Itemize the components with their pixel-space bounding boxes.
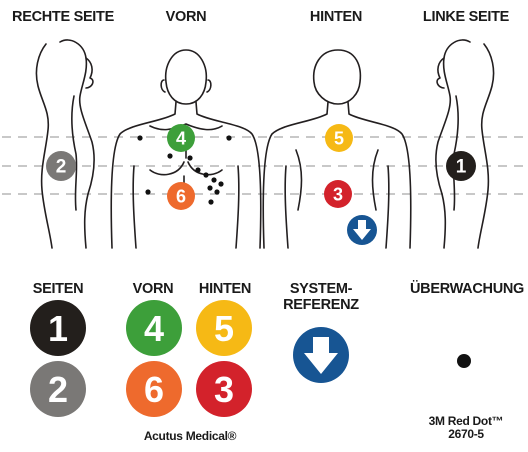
legend-electrode-3-number: 3 xyxy=(214,369,234,410)
red-dot-product-label: 3M Red Dot™ 2670-5 xyxy=(429,415,504,441)
monitoring-dot-v8 xyxy=(214,189,219,194)
system-reference-label-line2: REFERENZ xyxy=(283,297,359,313)
front-label: VORN xyxy=(166,9,207,25)
legend-system-reference-label: SYSTEM- REFERENZ xyxy=(283,281,359,313)
legend-electrode-2-number: 2 xyxy=(48,369,68,410)
monitoring-dot-v5 xyxy=(211,177,216,182)
legend-electrode-6-number: 6 xyxy=(144,369,164,410)
electrode-5-number: 5 xyxy=(334,129,344,149)
monitoring-dot-lower-right xyxy=(208,199,213,204)
legend-electrode-3: 3 xyxy=(196,361,252,417)
right-side-label: RECHTE SEITE xyxy=(12,9,114,25)
system-reference-label-line1: SYSTEM- xyxy=(283,281,359,297)
system-reference-on-back xyxy=(347,215,377,245)
legend-back-label: HINTEN xyxy=(199,281,251,297)
left-side-figure xyxy=(436,40,494,248)
electrode-5-on-back: 5 xyxy=(325,124,353,152)
monitoring-dot-left-shoulder xyxy=(226,135,231,140)
monitoring-dot-v3 xyxy=(195,167,200,172)
monitoring-dot-v4 xyxy=(203,172,208,177)
legend-electrode-1: 1 xyxy=(30,300,86,356)
monitoring-dot-v7 xyxy=(207,185,212,190)
monitoring-dot-v1 xyxy=(167,153,172,158)
legend-sides-label: SEITEN xyxy=(33,281,84,297)
legend-electrode-4: 4 xyxy=(126,300,182,356)
electrode-1-on-left-side: 1 xyxy=(446,151,476,181)
monitoring-dot-lower-left xyxy=(145,189,150,194)
legend-monitoring-dot xyxy=(457,354,471,368)
left-side-label: LINKE SEITE xyxy=(423,9,509,25)
legend-monitoring-label: ÜBERWACHUNG xyxy=(410,281,524,297)
monitoring-dot-v6 xyxy=(218,181,223,186)
legend-electrode-4-number: 4 xyxy=(144,308,164,349)
electrode-3-on-back: 3 xyxy=(324,180,352,208)
right-side-figure xyxy=(36,40,94,248)
legend-front-label: VORN xyxy=(133,281,174,297)
brand-label: Acutus Medical® xyxy=(144,430,236,443)
electrode-2-on-right-side: 2 xyxy=(46,151,76,181)
electrode-4-on-front: 4 xyxy=(167,124,195,152)
legend-electrode-1-number: 1 xyxy=(48,308,68,349)
electrode-1-number: 1 xyxy=(456,157,467,178)
legend-electrode-6: 6 xyxy=(126,361,182,417)
electrode-6-number: 6 xyxy=(176,187,186,207)
legend-electrode-5-number: 5 xyxy=(214,308,234,349)
electrode-4-number: 4 xyxy=(176,129,186,149)
legend-electrode-2: 2 xyxy=(30,361,86,417)
electrode-3-number: 3 xyxy=(333,185,343,205)
electrode-2-number: 2 xyxy=(56,157,67,178)
red-dot-line2: 2670-5 xyxy=(429,428,504,441)
monitoring-dot-v2 xyxy=(187,155,192,160)
back-label: HINTEN xyxy=(310,9,362,25)
legend-system-reference xyxy=(293,327,349,383)
electrode-6-on-front: 6 xyxy=(167,182,195,210)
monitoring-dot-right-shoulder xyxy=(137,135,142,140)
legend-electrode-5: 5 xyxy=(196,300,252,356)
